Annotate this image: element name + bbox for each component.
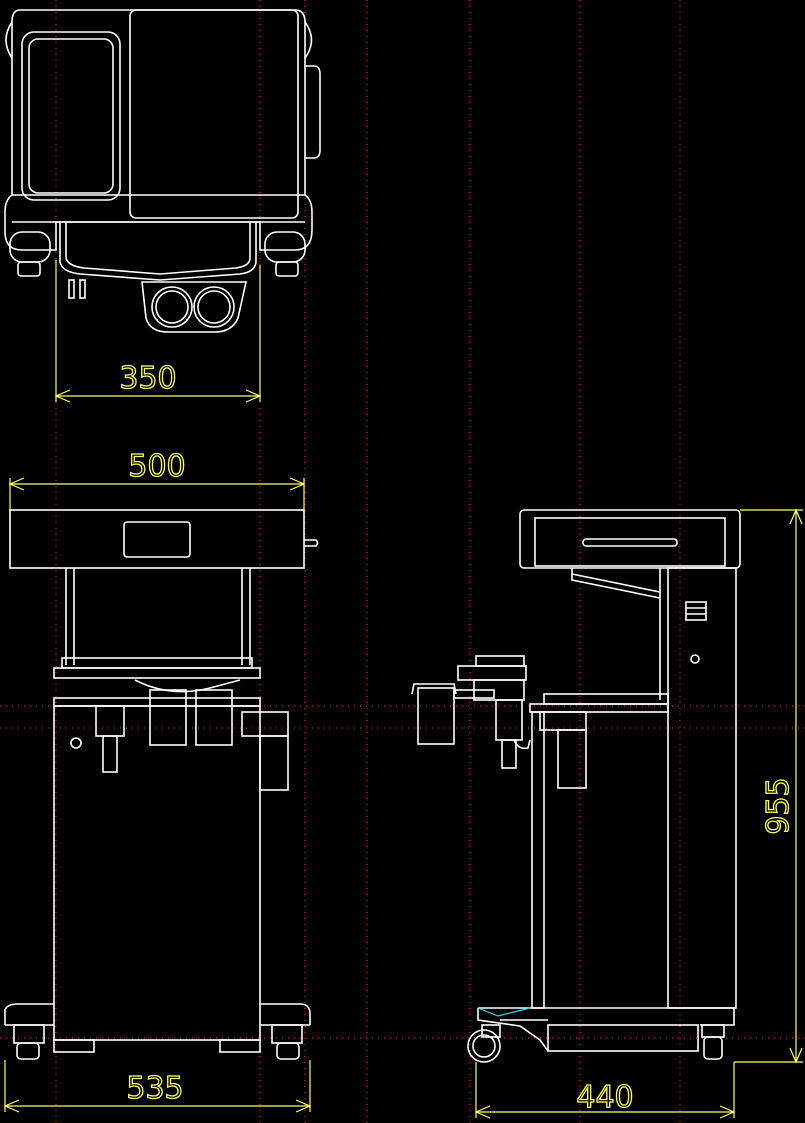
side-view [411,509,741,1063]
dimension-535: 535 [3,1060,312,1113]
dimension-440: 440 [474,1062,736,1119]
dim-label-535: 535 [126,1071,183,1106]
dim-label-350: 350 [119,361,176,396]
front-view [4,509,319,1060]
top-view [4,9,321,333]
dim-label-440: 440 [576,1080,633,1115]
dim-label-955: 955 [761,777,796,834]
dimension-955: 955 [734,508,803,1064]
dimension-500: 500 [8,448,306,510]
dimension-350: 350 [54,260,262,403]
dim-label-500: 500 [128,449,185,484]
